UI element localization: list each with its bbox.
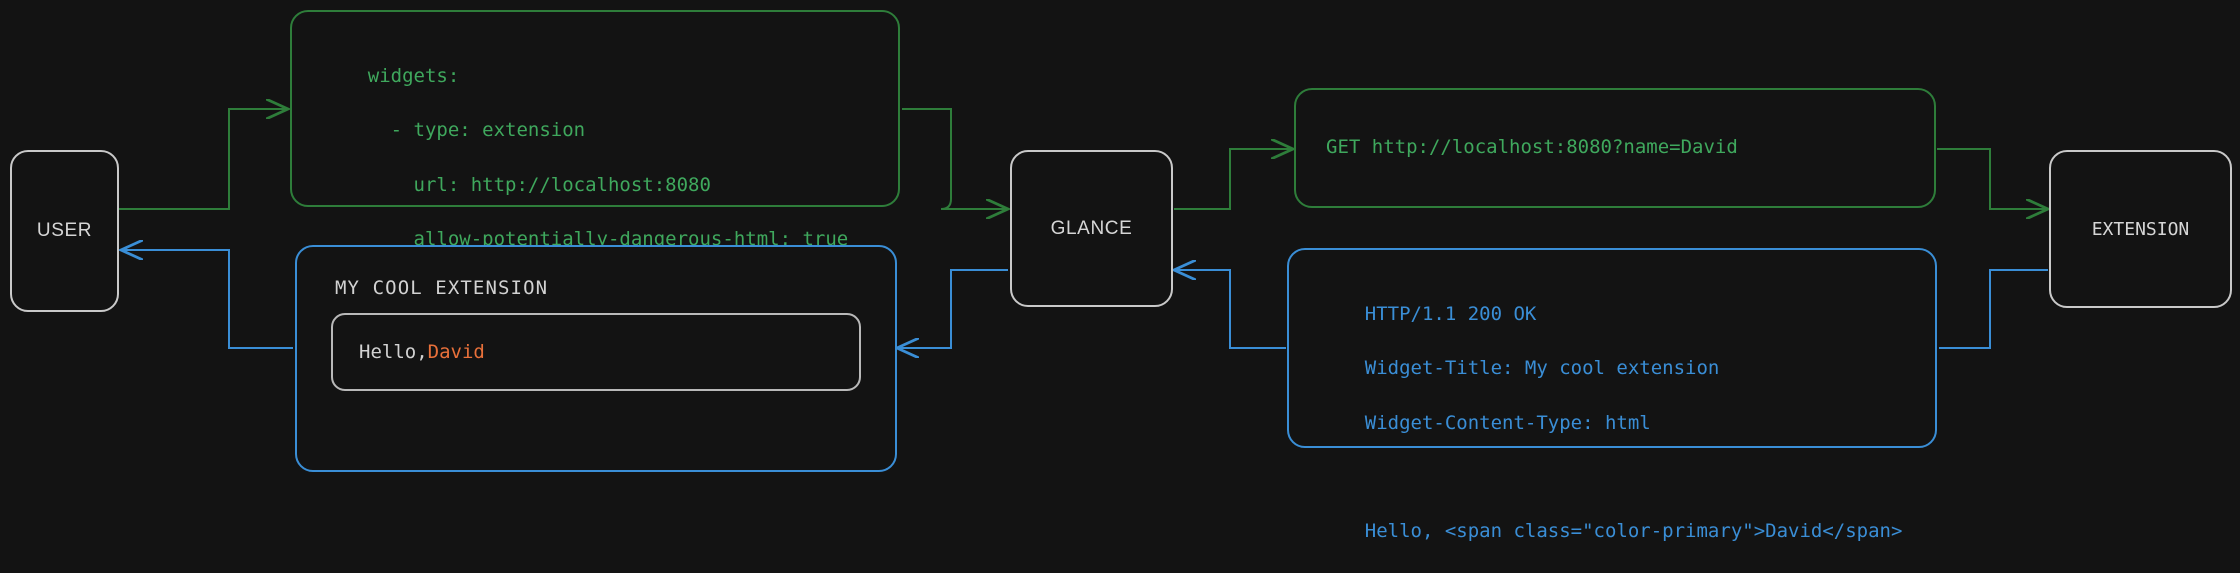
- request-line-0: GET http://localhost:8080?name=David: [1326, 136, 1738, 159]
- widget-title: MY COOL EXTENSION: [335, 277, 549, 299]
- config-line-0: widgets:: [367, 65, 460, 88]
- config-line-3: allow-potentially-dangerous-html: true: [367, 228, 849, 251]
- edge-request-to-extension: [1937, 148, 2048, 209]
- response-line-2: Widget-Content-Type: html: [1364, 411, 1651, 434]
- response-line-4: Hello, <span class="color-primary">David…: [1364, 520, 1903, 543]
- edge-widget-to-user: [121, 250, 293, 349]
- edge-user-to-config: [119, 109, 288, 210]
- edge-response-to-glance: [1174, 270, 1286, 349]
- widget-content-card: Hello, David: [331, 313, 861, 391]
- node-extension[interactable]: EXTENSION: [2049, 150, 2232, 308]
- config-line-2: url: http://localhost:8080: [367, 173, 711, 196]
- node-user[interactable]: USER: [10, 150, 119, 312]
- node-extension-label: EXTENSION: [2091, 218, 2190, 240]
- flow-diagram: USER widgets: - type: extension url: htt…: [10, 10, 2232, 543]
- response-line-0: HTTP/1.1 200 OK: [1364, 303, 1537, 326]
- node-glance[interactable]: GLANCE: [1010, 150, 1173, 307]
- config-yaml-box: widgets: - type: extension url: http://l…: [290, 10, 900, 359]
- widget-greeting-name: David: [427, 341, 485, 363]
- edge-glance-to-widget: [897, 269, 1008, 348]
- node-user-label: USER: [36, 220, 93, 241]
- response-line-3: [1319, 464, 1905, 491]
- node-glance-label: GLANCE: [1050, 217, 1133, 239]
- widget-preview-box: MY COOL EXTENSION Hello, David: [295, 245, 897, 472]
- edge-extension-to-response: [1939, 269, 2048, 349]
- http-request-box: GET http://localhost:8080?name=David: [1294, 88, 1936, 208]
- edge-config-to-glance: [902, 108, 1008, 209]
- http-response-box: HTTP/1.1 200 OK Widget-Title: My cool ex…: [1287, 248, 1937, 542]
- widget-greeting-prefix: Hello,: [359, 341, 428, 363]
- response-line-1: Widget-Title: My cool extension: [1364, 357, 1720, 380]
- config-line-1: - type: extension: [367, 119, 586, 142]
- edge-glance-to-request: [1174, 149, 1293, 210]
